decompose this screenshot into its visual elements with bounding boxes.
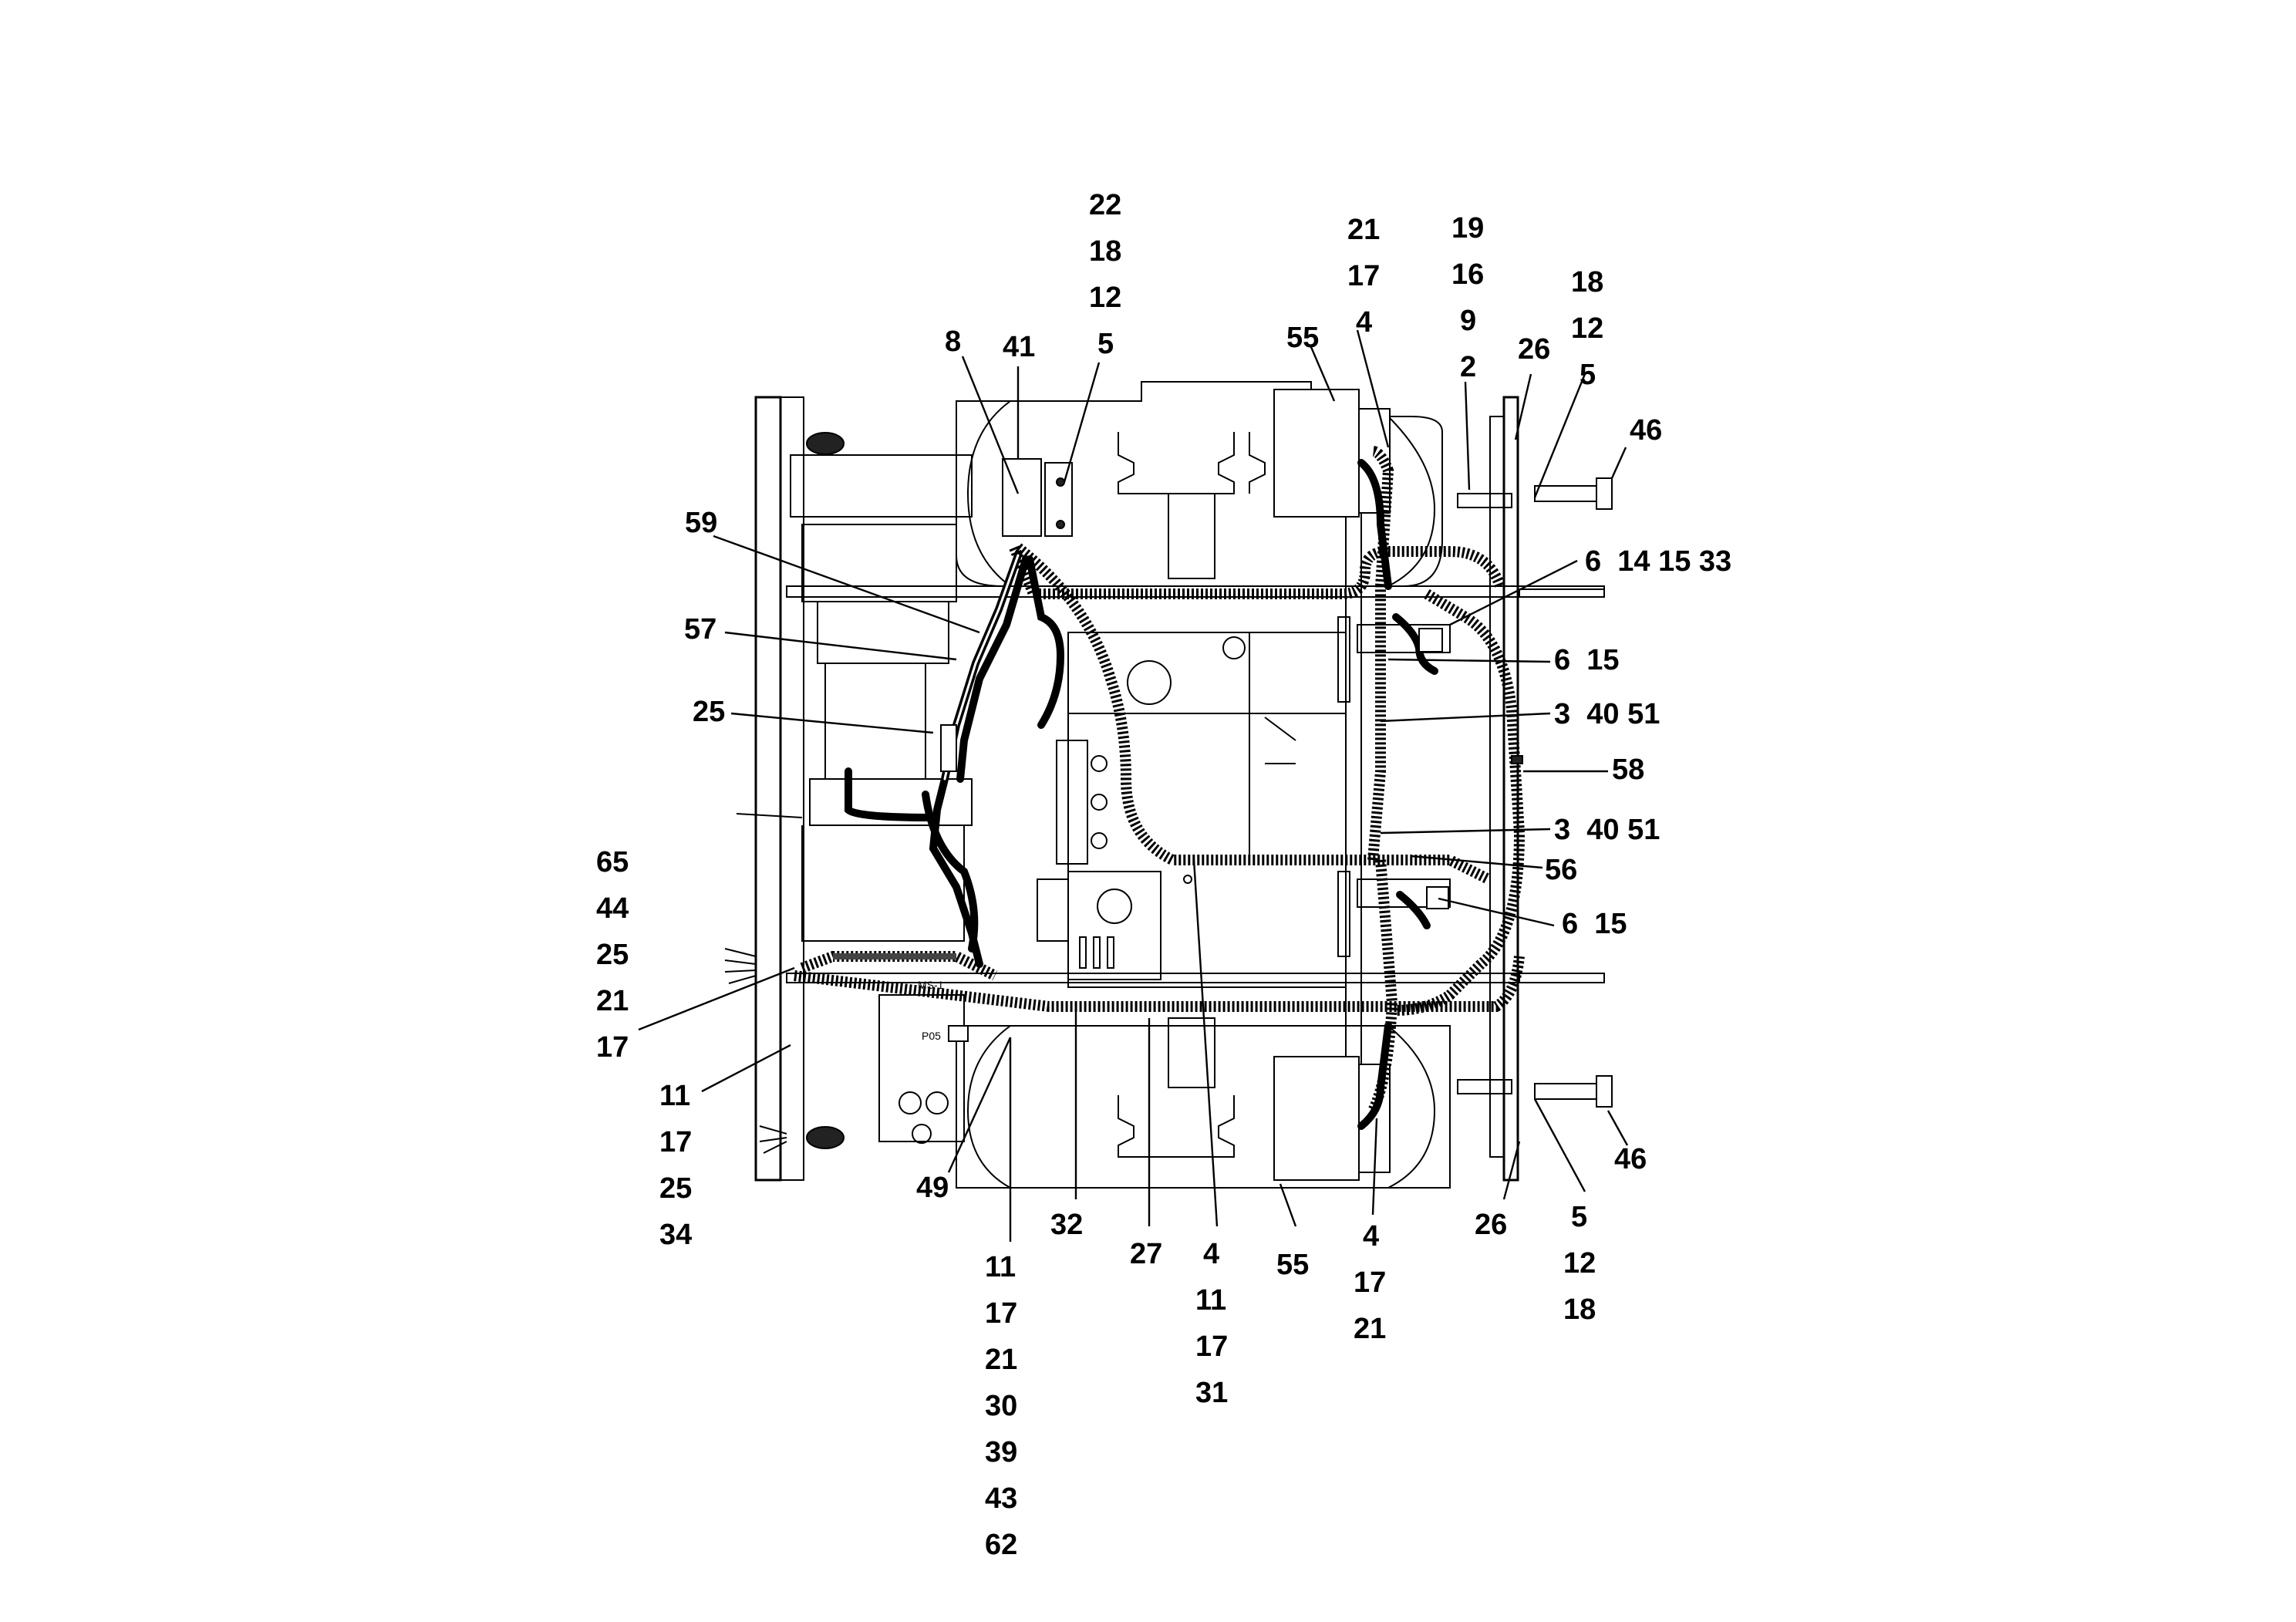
callout-c6-line-2: 16 <box>1451 258 1484 291</box>
callout-c5-line-1: 55 <box>1286 322 1319 354</box>
callout-c21-line-4: 34 <box>659 1219 692 1251</box>
callout-c30-line-1: 5 <box>1571 1201 1587 1233</box>
callout-c8-line-3: 5 <box>1580 359 1596 391</box>
callout-c26-line-3: 17 <box>1195 1330 1228 1363</box>
callout-c19-line-3: 25 <box>596 939 629 971</box>
callout-c15-line-1: 3 40 51 <box>1554 698 1660 730</box>
callout-c4-line-1: 21 <box>1347 214 1380 246</box>
callout-c22-line-1: 46 <box>1614 1143 1647 1175</box>
callout-c19-line-4: 21 <box>596 985 629 1017</box>
ms1-tag: MS-1 <box>918 979 944 991</box>
callout-c6-line-1: 19 <box>1451 212 1484 244</box>
callout-c6-line-3: 9 <box>1460 305 1476 337</box>
callout-c21-line-3: 25 <box>659 1172 692 1205</box>
callout-c31-line-6: 43 <box>985 1482 1017 1515</box>
callout-c26-line-1: 4 <box>1203 1238 1219 1270</box>
callout-c28-line-2: 17 <box>1354 1266 1386 1299</box>
callout-c9-line-1: 46 <box>1630 414 1662 447</box>
leader-lines <box>638 329 1629 1242</box>
callout-c26-line-4: 31 <box>1195 1377 1228 1409</box>
callout-c30-line-2: 12 <box>1563 1247 1596 1280</box>
callout-c8-line-1: 18 <box>1571 266 1603 298</box>
callout-c31-line-5: 39 <box>985 1436 1017 1469</box>
callout-c20-line-1: 6 15 <box>1562 908 1627 940</box>
callout-c1-line-2: 18 <box>1089 235 1121 268</box>
callout-c1-line-1: 22 <box>1089 189 1121 221</box>
callout-c25-line-1: 27 <box>1130 1238 1162 1270</box>
callout-c23-line-1: 49 <box>916 1172 949 1204</box>
callout-c31-line-3: 21 <box>985 1344 1017 1376</box>
callout-c2-line-1: 8 <box>945 325 961 358</box>
callout-c24-line-1: 32 <box>1050 1209 1083 1241</box>
callout-c1-line-4: 5 <box>1097 328 1114 360</box>
callout-c21-line-2: 17 <box>659 1126 692 1158</box>
callout-c8-line-2: 12 <box>1571 312 1603 345</box>
callout-c7-line-1: 26 <box>1518 333 1550 366</box>
callout-c12-line-1: 57 <box>684 613 716 646</box>
callout-c29-line-1: 26 <box>1475 1209 1507 1241</box>
callout-c28-line-1: 4 <box>1363 1220 1379 1253</box>
callout-c31-line-2: 17 <box>985 1297 1017 1330</box>
callout-c18-line-1: 56 <box>1545 854 1577 886</box>
callout-c1-line-3: 12 <box>1089 282 1121 314</box>
callout-c30-line-3: 18 <box>1563 1293 1596 1326</box>
callout-c14-line-1: 25 <box>693 696 725 728</box>
callout-c17-line-1: 3 40 51 <box>1554 814 1660 846</box>
p05-tag: P05 <box>922 1030 941 1042</box>
callout-c31-line-1: 11 <box>985 1251 1016 1283</box>
harness-routes <box>794 446 1526 1114</box>
callout-c6-line-4: 2 <box>1460 351 1476 383</box>
chassis-frame <box>754 381 1613 1189</box>
callout-c13-line-1: 6 15 <box>1554 644 1620 676</box>
callout-c19-line-1: 65 <box>596 846 629 878</box>
callout-c21-line-1: 11 <box>659 1080 690 1112</box>
callout-c27-line-1: 55 <box>1276 1249 1309 1281</box>
hoses <box>845 459 1438 1130</box>
callout-c16-line-1: 58 <box>1612 754 1644 786</box>
callout-c19-line-2: 44 <box>596 892 629 925</box>
callout-c26-line-2: 11 <box>1195 1284 1226 1317</box>
callout-c4-line-3: 4 <box>1356 306 1372 339</box>
callout-labels: 22 18 12 5 8 41 21 17 4 55 19 16 9 2 26 … <box>596 189 1731 1561</box>
callout-c31-line-7: 62 <box>985 1529 1017 1561</box>
callout-c28-line-3: 21 <box>1354 1313 1386 1345</box>
callout-c4-line-2: 17 <box>1347 260 1380 292</box>
callout-c19-line-5: 17 <box>596 1031 629 1064</box>
callout-c11-line-1: 6 14 15 33 <box>1585 545 1731 578</box>
callout-c10-line-1: 59 <box>685 507 717 539</box>
callout-c31-line-4: 30 <box>985 1390 1017 1422</box>
callout-c3-line-1: 41 <box>1003 331 1035 363</box>
